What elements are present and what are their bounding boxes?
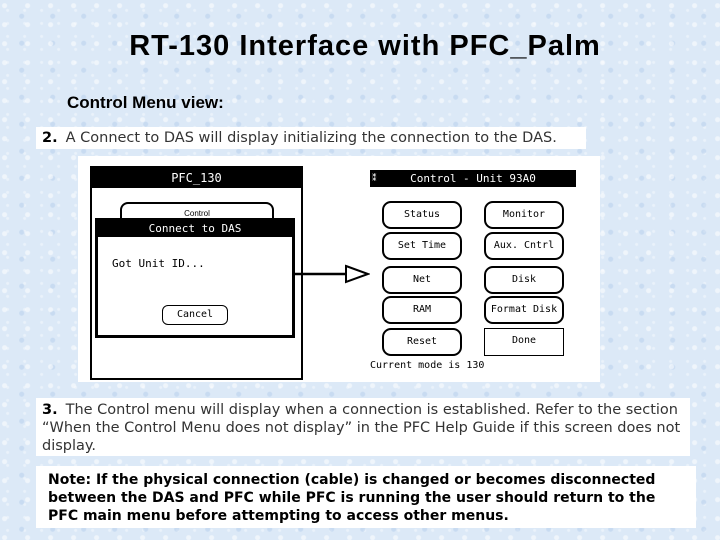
step-3-caption: 3.The Control menu will display when a c… xyxy=(36,398,690,456)
step-3-text: The Control menu will display when a con… xyxy=(42,402,681,454)
slide-title: RT-130 Interface with PFC_Palm xyxy=(129,30,601,62)
palm-left-title: PFC_130 xyxy=(92,168,301,188)
set-time-button[interactable]: Set Time xyxy=(382,232,462,260)
aux-cntrl-button[interactable]: Aux. Cntrl xyxy=(484,232,564,260)
disk-button[interactable]: Disk xyxy=(484,266,564,294)
net-button[interactable]: Net xyxy=(382,266,462,294)
dialog-message: Got Unit ID... xyxy=(112,257,205,270)
palm-left-screen: PFC_130 Control Connect to DAS Got Unit … xyxy=(90,166,303,380)
screenshot-panel: PFC_130 Control Connect to DAS Got Unit … xyxy=(78,156,600,382)
step-2-caption: 2. A Connect to DAS will display initiali… xyxy=(36,127,586,149)
step-3-number: 3. xyxy=(42,402,58,418)
current-mode-status: Current mode is 130 xyxy=(370,360,485,371)
done-button[interactable]: Done xyxy=(484,328,564,356)
slide-subtitle: Control Menu view: xyxy=(67,93,224,112)
palm-menu-icon: ⁑ xyxy=(372,173,377,183)
palm-right-title: Control - Unit 93A0 xyxy=(370,170,576,187)
palm-right-screen: Control - Unit 93A0 ⁑ Status Monitor Set… xyxy=(370,170,576,380)
status-button[interactable]: Status xyxy=(382,201,462,229)
right-arrow-icon xyxy=(294,264,371,284)
step-2-number: 2. xyxy=(42,130,58,146)
connect-dialog: Connect to DAS Got Unit ID... Cancel xyxy=(95,218,295,338)
note-box: Note: If the physical connection (cable)… xyxy=(36,466,696,528)
cancel-button[interactable]: Cancel xyxy=(162,305,228,325)
monitor-button[interactable]: Monitor xyxy=(484,201,564,229)
step-2-text: A Connect to DAS will display initializi… xyxy=(65,130,557,146)
dialog-title: Connect to DAS xyxy=(98,221,292,237)
format-disk-button[interactable]: Format Disk xyxy=(484,296,564,324)
ram-button[interactable]: RAM xyxy=(382,296,462,324)
reset-button[interactable]: Reset xyxy=(382,328,462,356)
